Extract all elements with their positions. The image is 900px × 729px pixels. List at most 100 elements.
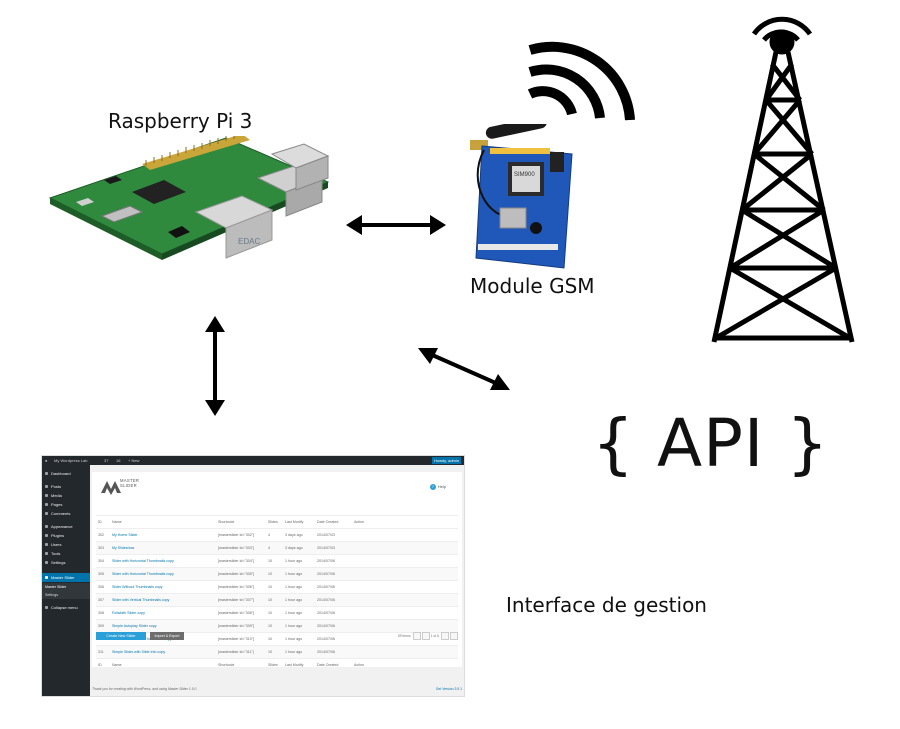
- row-slides: 10: [268, 559, 272, 563]
- row-date-created: 2014/07/06: [317, 598, 335, 602]
- row-id: 307: [98, 598, 104, 602]
- row-date-created: 2014/07/06: [317, 572, 335, 576]
- sidebar-item-posts[interactable]: Posts: [42, 482, 90, 491]
- sidebar-sub-master-slider[interactable]: Master Slider: [42, 583, 90, 591]
- table-row: 306 Slider Without Thumbnails copy [master…: [96, 580, 458, 594]
- row-date-created: 2014/07/06: [317, 624, 335, 628]
- row-date-created: 2014/07/06: [317, 559, 335, 563]
- sidebar-collapse-menu[interactable]: Collapse menu: [42, 603, 90, 612]
- row-last-modify: 1 hour ago: [285, 598, 303, 602]
- ethernet-chip-text: EDAC: [238, 237, 260, 246]
- row-name-link[interactable]: My Slideshow: [112, 546, 135, 550]
- management-interface-screenshot: ● My Wordpress Lab 37 16 + New Howdy, ad…: [42, 456, 464, 696]
- table-footer-header: ID Name Shortcode Slides Last Modify Dat…: [96, 658, 458, 672]
- create-new-slider-button[interactable]: Create New Slider: [96, 632, 146, 640]
- help-button[interactable]: ?Help: [429, 484, 446, 490]
- row-id: 306: [98, 585, 104, 589]
- row-id: 302: [98, 533, 104, 537]
- arrow-api-gsm: [416, 344, 512, 394]
- wp-version-link[interactable]: Get Version 3.9.1: [435, 687, 462, 691]
- row-name-link[interactable]: Slider with Horizontal Thumbnails copy: [112, 572, 174, 576]
- row-shortcode: [masterslider id="309"]: [218, 624, 255, 628]
- wp-new-link[interactable]: + New: [128, 458, 140, 463]
- last-page-button[interactable]: [450, 632, 458, 641]
- sidebar-item-dashboard[interactable]: Dashboard: [42, 469, 90, 478]
- help-icon: ?: [429, 484, 436, 490]
- api-label: { API }: [592, 405, 830, 482]
- row-id: 304: [98, 559, 104, 563]
- import-export-button[interactable]: Import & Export: [150, 632, 184, 640]
- row-last-modify: 1 hour ago: [285, 624, 303, 628]
- next-page-button[interactable]: [441, 632, 449, 641]
- sidebar-item-users[interactable]: Users: [42, 540, 90, 549]
- row-last-modify: 3 days ago: [285, 533, 303, 537]
- row-id: 308: [98, 611, 104, 615]
- row-last-modify: 1 hour ago: [285, 611, 303, 615]
- row-id: 305: [98, 572, 104, 576]
- gsm-module-board: SIM900: [460, 124, 582, 274]
- row-name-link[interactable]: My Home Slider: [112, 533, 138, 537]
- row-date-created: 2014/07/03: [317, 546, 335, 550]
- signal-waves-icon: [526, 36, 642, 124]
- sidebar-item-media[interactable]: Media: [42, 491, 90, 500]
- sidebar-item-master-slider[interactable]: Master Slider: [42, 573, 90, 582]
- raspberry-pi-board: EDAC: [46, 136, 336, 276]
- gsm-chip-text: SIM900: [514, 172, 535, 178]
- row-last-modify: 1 hour ago: [285, 559, 303, 563]
- row-slides: 10: [268, 611, 272, 615]
- wp-comments-count[interactable]: 37: [104, 458, 109, 463]
- wp-admin-bar: ● My Wordpress Lab 37 16 + New Howdy, ad…: [42, 456, 464, 465]
- sidebar-sub-settings[interactable]: Settings: [42, 591, 90, 599]
- interface-label: Interface de gestion: [506, 593, 707, 617]
- row-shortcode: [masterslider id="307"]: [218, 598, 255, 602]
- row-shortcode: [masterslider id="310"]: [218, 637, 255, 641]
- wp-updates-count[interactable]: 16: [116, 458, 121, 463]
- row-last-modify: 1 hour ago: [285, 585, 303, 589]
- row-date-created: 2014/07/06: [317, 585, 335, 589]
- row-last-modify: 3 days ago: [285, 546, 303, 550]
- table-header: ID Name Shortcode Slides Last Modify Dat…: [96, 515, 458, 529]
- row-id: 309: [98, 624, 104, 628]
- row-name-link[interactable]: Simple Slider with Slide Info copy: [112, 650, 166, 654]
- wp-howdy[interactable]: Howdy, admin: [431, 457, 461, 464]
- radio-tower-icon: [706, 4, 858, 348]
- pagination: 59 items 1 of 6: [398, 632, 458, 641]
- row-last-modify: 1 hour ago: [285, 637, 303, 641]
- row-shortcode: [masterslider id="306"]: [218, 585, 255, 589]
- row-date-created: 2014/07/06: [317, 611, 335, 615]
- row-slides: 10: [268, 598, 272, 602]
- row-date-created: 2014/07/03: [317, 533, 335, 537]
- row-name-link[interactable]: Slider Without Thumbnails copy: [112, 585, 163, 589]
- wp-site-name[interactable]: My Wordpress Lab: [54, 458, 88, 463]
- table-row: 305 Slider with Horizontal Thumbnails cop…: [96, 567, 458, 581]
- row-name-link[interactable]: Slider with Vertical Thumbnails copy: [112, 598, 170, 602]
- row-name-link[interactable]: Fullwidth Slider copy: [112, 611, 145, 615]
- row-slides: 10: [268, 572, 272, 576]
- row-shortcode: [masterslider id="305"]: [218, 572, 255, 576]
- wp-footer: Thank you for creating with WordPress, a…: [92, 687, 462, 691]
- first-page-button[interactable]: [412, 632, 421, 641]
- sidebar-item-settings[interactable]: Settings: [42, 558, 90, 567]
- sidebar-item-plugins[interactable]: Plugins: [42, 531, 90, 540]
- row-date-created: 2014/07/06: [317, 650, 335, 654]
- prev-page-button[interactable]: [421, 632, 430, 641]
- sidebar-item-appearance[interactable]: Appearance: [42, 522, 90, 531]
- sidebar-item-pages[interactable]: Pages: [42, 500, 90, 509]
- row-name-link[interactable]: Slider with Horizontal Thumbnails copy: [112, 559, 174, 563]
- gsm-module-label: Module GSM: [470, 274, 595, 298]
- row-last-modify: 1 hour ago: [285, 650, 303, 654]
- raspberry-pi-label: Raspberry Pi 3: [108, 109, 253, 133]
- row-name-link[interactable]: Simple Autoplay Slider copy: [112, 624, 157, 628]
- row-date-created: 2014/07/06: [317, 637, 335, 641]
- row-slides: 10: [268, 585, 272, 589]
- sidebar-item-comments[interactable]: Comments: [42, 509, 90, 518]
- row-slides: 10: [268, 637, 272, 641]
- row-id: 303: [98, 546, 104, 550]
- panel-footer: Create New Slider Import & Export 59 ite…: [96, 630, 458, 644]
- row-shortcode: [masterslider id="302"]: [218, 533, 255, 537]
- wp-logo-icon: ●: [45, 458, 48, 463]
- sidebar-item-tools[interactable]: Tools: [42, 549, 90, 558]
